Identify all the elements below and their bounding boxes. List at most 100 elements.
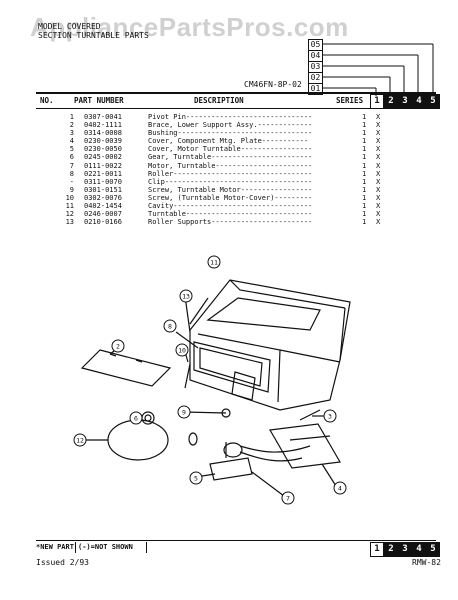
parts-cell-qty: 1 — [362, 202, 367, 211]
callout-9-top: 9 — [177, 405, 191, 419]
parts-cell-no: 4 — [69, 137, 74, 146]
parts-cell-part: 0402-1454 — [84, 202, 122, 211]
parts-row: 11 0402-1454 Cavity-----------------------… — [44, 202, 396, 210]
parts-cell-part: 0221-0011 — [84, 169, 122, 178]
parts-cell-x: X — [376, 169, 381, 178]
model-code: CM46FN-8P-02 — [244, 80, 302, 89]
parts-cell-desc: Turntable------------------------------ — [148, 210, 313, 219]
parts-cell-x: X — [376, 202, 381, 211]
col-part: PART NUMBER — [74, 96, 124, 105]
parts-cell-part: 0230-0039 — [84, 137, 122, 146]
col-series: SERIES — [336, 96, 364, 105]
parts-cell-qty: 1 — [362, 129, 367, 138]
parts-cell-part: 0314-0008 — [84, 129, 122, 138]
series-box-2: 2 — [384, 94, 398, 109]
parts-row: 13 0210-0166 Roller Supports--------------… — [44, 218, 396, 226]
parts-cell-no: 3 — [69, 129, 74, 138]
parts-cell-no: 2 — [69, 121, 74, 130]
parts-cell-x: X — [376, 218, 381, 227]
parts-cell-no: 1 — [69, 113, 74, 121]
parts-cell-qty: 1 — [362, 145, 367, 154]
parts-cell-desc: Bushing-------------------------------- — [148, 129, 313, 138]
callout-4: 4 — [333, 481, 347, 495]
header-rule — [36, 92, 436, 94]
parts-row: 4 0230-0039 Cover, Component Mtg. Plate---… — [44, 137, 396, 145]
parts-cell-part: 0210-0166 — [84, 218, 122, 227]
parts-cell-x: X — [376, 121, 381, 130]
series-box-5: 5 — [426, 94, 440, 109]
exploded-diagram: 11 13 8 10 2 9 3 6 12 5 7 4 — [40, 250, 370, 514]
callout-label-10: 10 — [178, 347, 186, 355]
parts-row: 7 0111-0022 Motor, Turntable--------------… — [44, 162, 396, 170]
callout-label-3: 3 — [328, 413, 332, 421]
parts-cell-qty: 1 — [362, 153, 367, 162]
footer-sep-2 — [146, 542, 147, 553]
parts-cell-qty: 1 — [362, 161, 367, 170]
parts-cell-x: X — [376, 185, 381, 194]
parts-cell-no: 11 — [65, 202, 74, 211]
parts-cell-part: 0246-0007 — [84, 210, 122, 219]
parts-cell-x: X — [376, 161, 381, 170]
parts-cell-qty: 1 — [362, 177, 367, 186]
callout-label-4: 4 — [338, 485, 342, 493]
footer-series-5: 5 — [426, 542, 440, 557]
parts-cell-x: X — [376, 129, 381, 138]
footer-sep-1 — [75, 542, 76, 553]
section-header: MODEL COVERED SECTION TURNTABLE PARTS — [38, 22, 149, 40]
parts-cell-no: 7 — [69, 161, 74, 170]
parts-cell-x: X — [376, 137, 381, 146]
series-box-4: 4 — [412, 94, 426, 109]
parts-cell-x: X — [376, 113, 381, 121]
parts-cell-desc: Roller--------------------------------- — [148, 169, 313, 178]
callout-7: 7 — [281, 491, 295, 505]
parts-cell-no: 9 — [69, 185, 74, 194]
parts-cell-no: 13 — [65, 218, 74, 227]
col-no: NO. — [40, 96, 54, 105]
parts-cell-part: 0402-1111 — [84, 121, 122, 130]
parts-cell-desc: Cavity--------------------------------- — [148, 202, 313, 211]
callout-3: 3 — [323, 409, 337, 423]
parts-cell-part: 0111-0022 — [84, 161, 122, 170]
parts-cell-desc: Screw, (Turntable Motor-Cover)--------- — [148, 193, 313, 202]
callout-label-11: 11 — [210, 259, 218, 267]
header-underline — [36, 108, 436, 109]
parts-row: 3 0314-0008 Bushing-----------------------… — [44, 129, 396, 137]
header-line1: MODEL COVERED — [38, 22, 101, 31]
callout-label-6: 6 — [134, 415, 138, 423]
parts-cell-desc: Roller Supports------------------------ — [148, 218, 313, 227]
parts-cell-desc: Screw, Turntable Motor----------------- — [148, 185, 313, 194]
ladder-lines — [322, 43, 434, 96]
parts-cell-desc: Gear, Turntable------------------------ — [148, 153, 313, 162]
parts-cell-desc: Cover, Component Mtg. Plate----------- — [148, 137, 309, 146]
callout-label-5: 5 — [194, 475, 198, 483]
callout-10: 10 — [175, 343, 189, 357]
diagram-svg: 11 13 8 10 2 9 3 6 12 5 7 4 — [73, 255, 351, 505]
parts-cell-qty: 1 — [362, 137, 367, 146]
parts-cell-desc: Cover, Motor Turntable----------------- — [148, 145, 313, 154]
parts-cell-part: 0307-0041 — [84, 113, 122, 121]
parts-cell-x: X — [376, 210, 381, 219]
footer-rule — [36, 540, 436, 541]
callout-label-13: 13 — [182, 293, 190, 301]
parts-cell-qty: 1 — [362, 193, 367, 202]
footer-series-3: 3 — [398, 542, 412, 557]
callout-12: 12 — [73, 433, 87, 447]
callout-label-7: 7 — [286, 495, 290, 503]
callout-label-9-top: 9 — [182, 409, 186, 417]
parts-cell-no: - — [69, 177, 74, 186]
parts-cell-qty: 1 — [362, 210, 367, 219]
col-desc: DESCRIPTION — [194, 96, 244, 105]
parts-cell-desc: Motor, Turntable----------------------- — [148, 161, 313, 170]
parts-cell-part: 0245-0002 — [84, 153, 122, 162]
parts-cell-no: 6 — [69, 153, 74, 162]
parts-cell-x: X — [376, 193, 381, 202]
parts-cell-no: 10 — [65, 193, 74, 202]
footer-new-part: *NEW PART — [36, 543, 74, 551]
parts-cell-desc: Brace, Lower Support Assy.------------- — [148, 121, 313, 130]
